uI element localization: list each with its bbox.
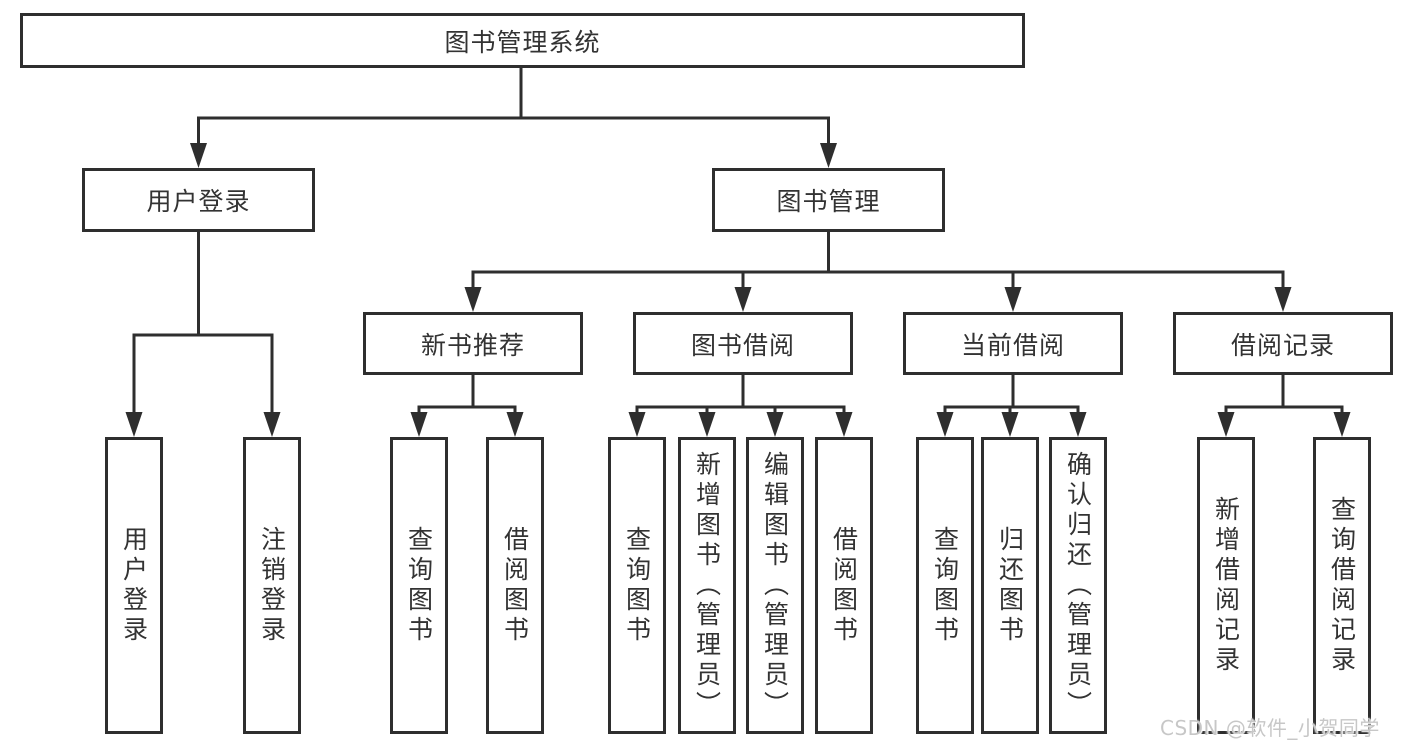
leaf-borrow-book-1: 借阅图书: [486, 437, 544, 734]
leaf-query-borrow-record: 查询借阅记录: [1313, 437, 1371, 734]
leaf-confirm-return-admin: 确认归还（管理员）: [1049, 437, 1107, 734]
leaf-query-book-1: 查询图书: [390, 437, 448, 734]
node-book-borrow: 图书借阅: [633, 312, 853, 375]
leaf-logout: 注销登录: [243, 437, 301, 734]
node-current-borrow: 当前借阅: [903, 312, 1123, 375]
node-book-management: 图书管理: [712, 168, 945, 232]
arrowheads: [125, 143, 1351, 437]
node-root: 图书管理系统: [20, 13, 1025, 68]
leaf-return-book: 归还图书: [981, 437, 1039, 734]
leaf-add-borrow-record: 新增借阅记录: [1197, 437, 1255, 734]
leaf-query-book-3: 查询图书: [916, 437, 974, 734]
node-new-book-recommend: 新书推荐: [363, 312, 583, 375]
csdn-watermark: CSDN @软件_小贺同学: [1160, 716, 1380, 740]
leaf-borrow-book-2: 借阅图书: [815, 437, 873, 734]
leaf-user-login: 用户登录: [105, 437, 163, 734]
leaf-query-book-2: 查询图书: [608, 437, 666, 734]
leaf-add-book-admin: 新增图书（管理员）: [678, 437, 736, 734]
leaf-edit-book-admin: 编辑图书（管理员）: [746, 437, 804, 734]
node-user-login: 用户登录: [82, 168, 315, 232]
node-borrow-record: 借阅记录: [1173, 312, 1393, 375]
